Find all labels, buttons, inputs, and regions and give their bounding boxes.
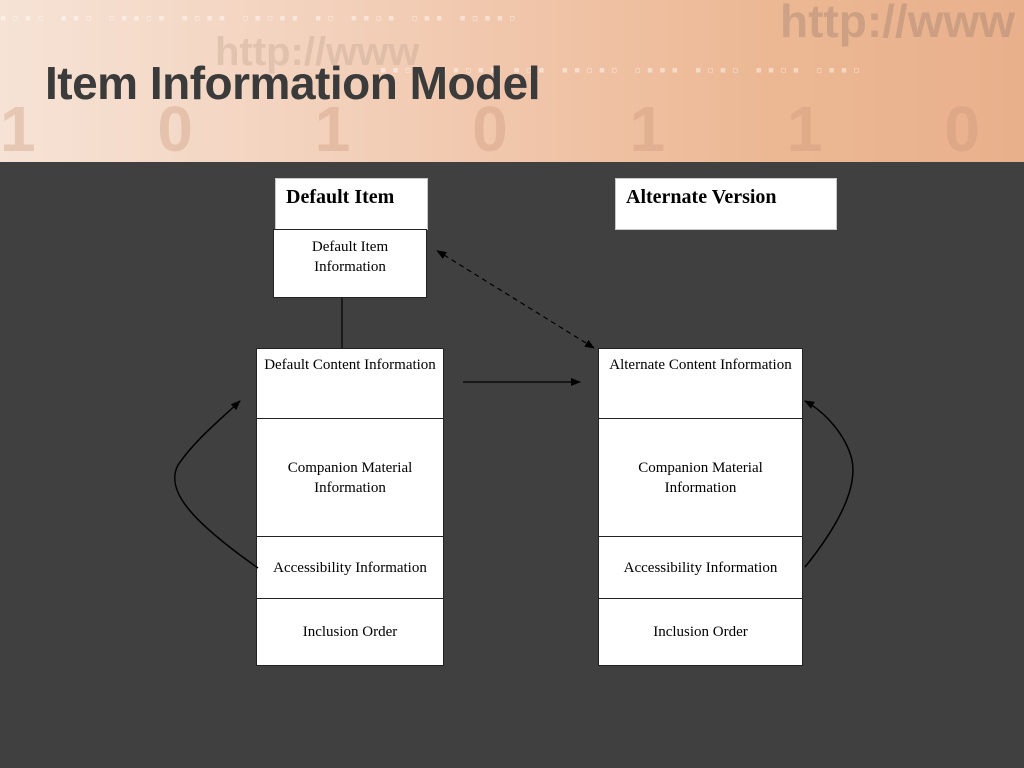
default-item-info-box: Default Item Information	[273, 229, 427, 298]
header-deco-rows-2: ▪▪▫▪ ▫▪▫▪▪ ▪▫▪ ▪▪▫▪▫ ▫▪▪▪ ▪▫▪▫ ▪▪▫▪ ▫▪▪▫	[380, 60, 866, 80]
default-content-info-cell: Default Content Information	[264, 357, 436, 373]
stack-divider	[599, 536, 802, 537]
alternate-accessibility-loop-arrow	[804, 400, 854, 568]
header-deco-http: http://www	[780, 0, 1016, 47]
default-item-label: Default Item	[275, 178, 428, 230]
default-accessibility-loop-arrow	[173, 400, 259, 569]
stack-divider	[599, 598, 802, 599]
default-inclusion-order-cell: Inclusion Order	[302, 624, 398, 640]
default-accessibility-cell: Accessibility Information	[273, 559, 427, 576]
dashed-bidirectional-arrow	[436, 250, 595, 349]
stack-divider	[257, 598, 443, 599]
header-deco-binary: 1 0 1 0 1 1 0 1 0 1 1	[0, 93, 1024, 162]
alternate-version-label: Alternate Version	[615, 178, 837, 230]
slide-header: ▪▫▪▫ ▪▪▫ ▫▪▪▫▪ ▪▫▪▪ ▫▪▫▪▪ ▪▫ ▪▪▫▪ ▫▪▪ ▪▫…	[0, 0, 1024, 162]
default-item-info-text: Default Item Information	[311, 239, 389, 275]
default-companion-material-cell: Companion Material Information	[287, 459, 413, 496]
stack-divider	[257, 418, 443, 419]
default-item-stack: Default Content Information Companion Ma…	[256, 348, 444, 666]
header-deco-rows: ▪▫▪▫ ▪▪▫ ▫▪▪▫▪ ▪▫▪▪ ▫▪▫▪▪ ▪▫ ▪▪▫▪ ▫▪▪ ▪▫…	[0, 8, 522, 28]
alternate-companion-material-cell: Companion Material Information	[638, 459, 763, 496]
alternate-content-info-cell: Alternate Content Information	[609, 357, 792, 373]
slide-title: Item Information Model	[45, 57, 541, 109]
alternate-inclusion-order-cell: Inclusion Order	[653, 624, 748, 640]
alternate-accessibility-cell: Accessibility Information	[623, 559, 778, 576]
alternate-version-stack: Alternate Content Information Companion …	[598, 348, 803, 666]
stack-divider	[599, 418, 802, 419]
stack-divider	[257, 536, 443, 537]
header-deco-http-faded: http://www	[215, 30, 420, 74]
